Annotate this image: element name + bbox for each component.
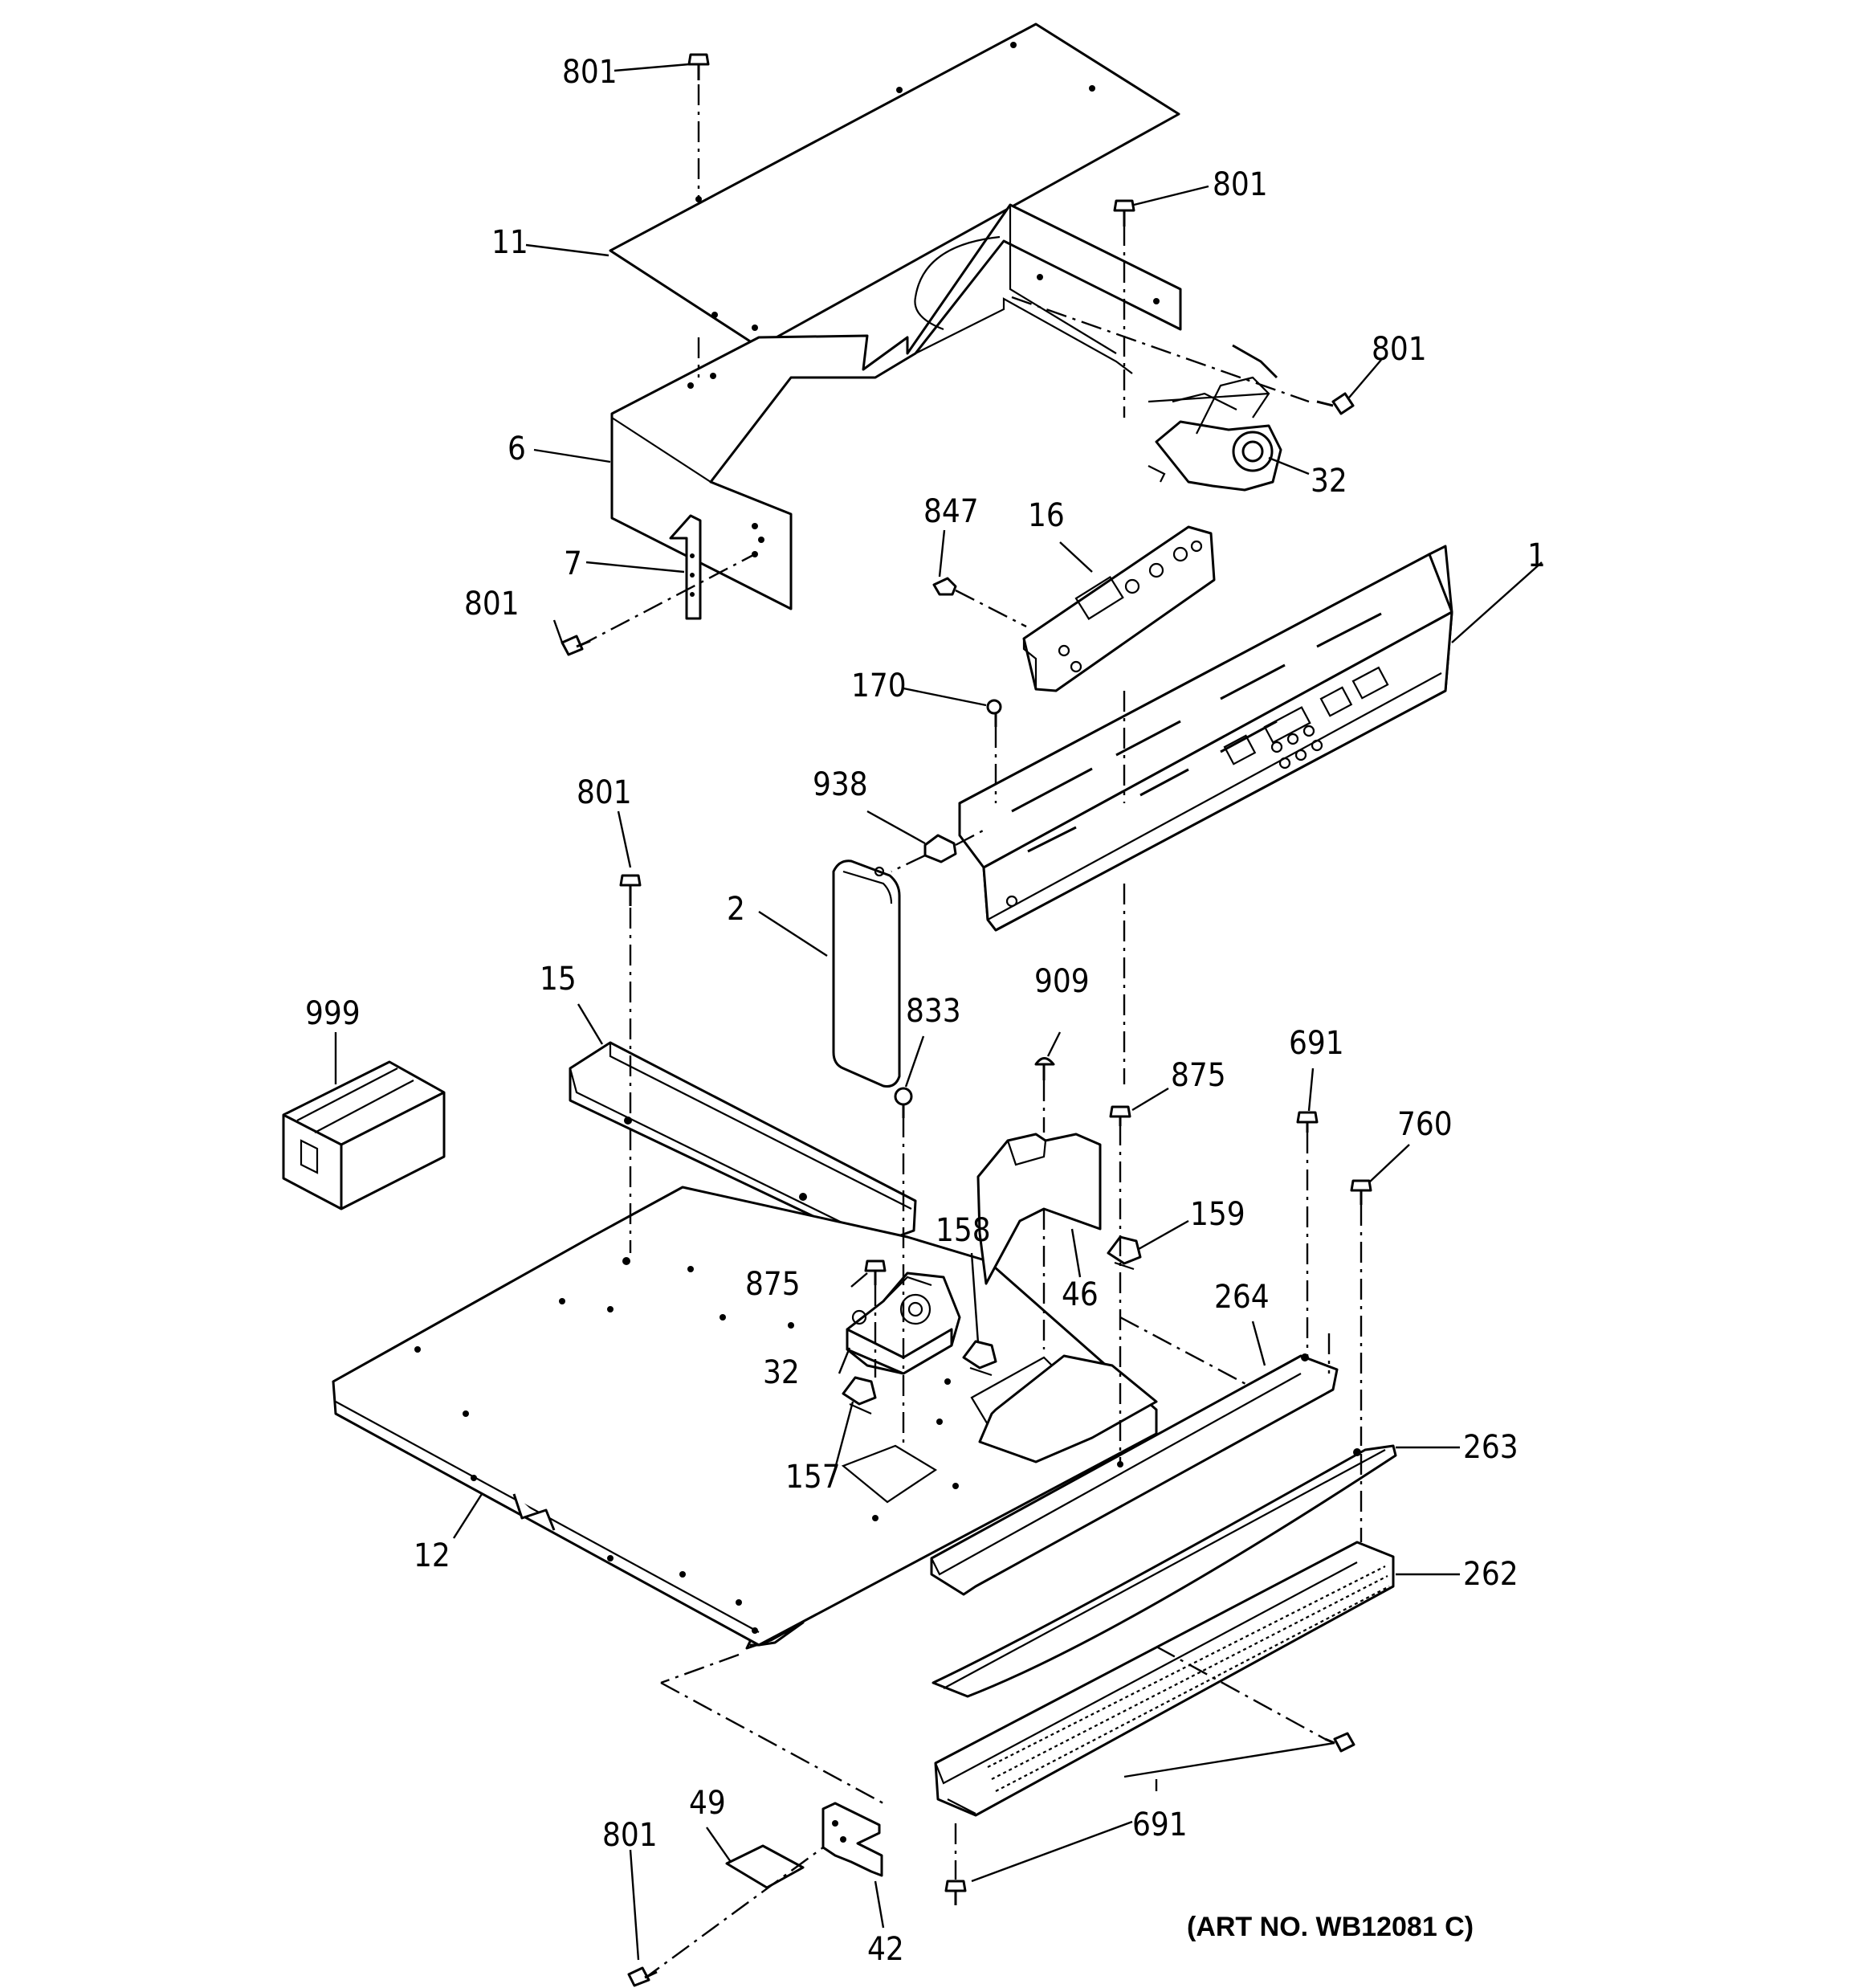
part-159-thermostat: [1107, 1235, 1142, 1271]
label-875: 875: [745, 1266, 801, 1303]
screw-760: [1350, 1179, 1372, 1205]
label-42: 42: [867, 1931, 904, 1968]
fasteners: [561, 53, 1372, 1987]
label-801: 801: [562, 54, 618, 91]
label-11: 11: [491, 224, 528, 261]
part-158-thermostat: [962, 1340, 997, 1377]
label-1: 1: [1527, 537, 1546, 574]
screw-801-left: [561, 635, 591, 656]
screw-801-right-top: [1113, 199, 1135, 227]
label-16: 16: [1028, 497, 1065, 534]
label-32: 32: [763, 1354, 800, 1391]
label-262: 262: [1463, 1556, 1519, 1593]
label-801: 801: [464, 586, 520, 623]
part-15-rail: [569, 1041, 917, 1247]
label-49: 49: [689, 1785, 726, 1822]
label-157: 157: [785, 1459, 841, 1496]
label-875: 875: [1171, 1057, 1226, 1094]
part-263-trim: [932, 1444, 1397, 1698]
label-170: 170: [851, 667, 907, 704]
label-15: 15: [540, 961, 577, 998]
label-760: 760: [1397, 1106, 1453, 1143]
label-158: 158: [936, 1212, 991, 1249]
screw-909: [1034, 1057, 1055, 1080]
label-999: 999: [305, 995, 361, 1032]
screw-691-top: [1296, 1111, 1319, 1133]
part-49-label: [725, 1844, 805, 1889]
label-691: 691: [1289, 1025, 1344, 1062]
screw-801-top: [687, 53, 710, 80]
label-691: 691: [1132, 1806, 1188, 1843]
part-847-screw: [932, 577, 1027, 628]
label-833: 833: [906, 993, 961, 1030]
part-46-shield: [976, 1133, 1158, 1463]
screw-875-left: [864, 1259, 887, 1285]
label-32: 32: [1311, 463, 1347, 500]
screw-691-lower-right: [1324, 1732, 1355, 1753]
label-46: 46: [1062, 1276, 1099, 1313]
label-801: 801: [602, 1817, 658, 1854]
control-panel-keypad: [1223, 666, 1389, 769]
part-42-bracket: [821, 1802, 883, 1877]
label-801: 801: [577, 774, 632, 811]
label-12: 12: [414, 1537, 450, 1574]
part-157-thermostat: [842, 1376, 877, 1415]
leader-lines: [334, 63, 1543, 1961]
screw-833: [894, 1087, 913, 1118]
screw-801-mid: [619, 874, 642, 906]
art-number: (ART NO. WB12081 C): [1187, 1912, 1474, 1942]
label-263: 263: [1463, 1429, 1519, 1466]
alignment-lines: [577, 225, 1363, 1981]
screw-691-bottom: [944, 1880, 967, 1905]
screw-801-right: [1316, 392, 1355, 415]
label-847: 847: [923, 493, 979, 530]
part-6-rear-shroud: [610, 203, 1182, 610]
screw-875-right: [1109, 1105, 1131, 1126]
label-264: 264: [1214, 1279, 1270, 1316]
part-7-bracket: [669, 514, 702, 620]
part-32-motor-upper: [1148, 344, 1282, 492]
part-170-screw: [986, 699, 1002, 803]
label-938: 938: [813, 766, 868, 803]
part-labels: 801 11 801 801 6 32 7 847 16 1 801 170 9…: [305, 54, 1546, 1968]
label-909: 909: [1034, 963, 1090, 1000]
part-938-clip: [891, 827, 987, 873]
label-801: 801: [1213, 166, 1268, 203]
label-6: 6: [508, 431, 526, 467]
screw-801-bottom: [627, 1966, 658, 1987]
part-2-end-cap: [832, 859, 901, 1088]
part-16-control-board: [1022, 525, 1216, 692]
part-1-control-panel: [958, 545, 1453, 932]
control-panel-slots: [1011, 612, 1382, 853]
label-801: 801: [1372, 331, 1427, 368]
label-2: 2: [727, 891, 745, 928]
part-262-vent-grille: [934, 1541, 1395, 1817]
label-159: 159: [1190, 1196, 1245, 1233]
part-11-top-cover: [609, 22, 1180, 349]
part-999-box: [282, 1060, 446, 1210]
label-7: 7: [564, 545, 582, 582]
